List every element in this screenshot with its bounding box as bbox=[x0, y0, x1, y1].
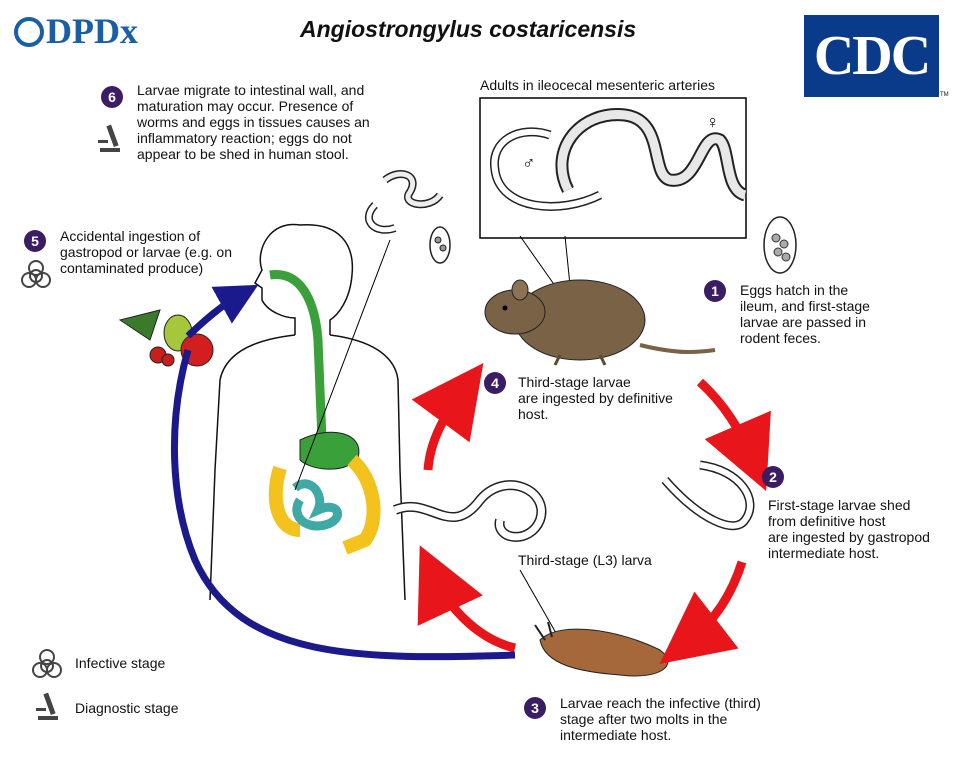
third-stage-larva-icon bbox=[393, 480, 547, 542]
human-silhouette-icon bbox=[209, 223, 406, 601]
step-4-badge: 4 bbox=[484, 372, 506, 394]
diagram-title: Angiostrongylus costaricensis bbox=[300, 16, 637, 42]
rat-definitive-host-icon bbox=[484, 279, 716, 366]
step-3-text: Larvae reach the infective (third)stage … bbox=[560, 695, 761, 743]
contaminated-produce-icon bbox=[118, 309, 214, 367]
adult-male-worm-icon bbox=[490, 127, 603, 211]
arrow-accidental-ingestion bbox=[170, 349, 516, 661]
step-6-badge: 6 bbox=[101, 86, 123, 108]
first-stage-larva-icon bbox=[661, 460, 755, 531]
dpdx-logo-text: DPDx bbox=[46, 11, 138, 51]
dpdx-logo: DPDx bbox=[14, 10, 138, 52]
legend-diagnostic-label: Diagnostic stage bbox=[75, 700, 179, 716]
digestive-tract-icon bbox=[268, 269, 381, 555]
microscope-icon bbox=[98, 124, 120, 152]
cdc-logo: CDC bbox=[804, 15, 939, 97]
egg-icon bbox=[763, 216, 797, 274]
legend-infective-label: Infective stage bbox=[75, 655, 166, 671]
adults-box bbox=[479, 97, 747, 239]
tissue-worms-icon bbox=[365, 170, 451, 264]
arrow-l3-to-4 bbox=[411, 363, 484, 471]
step-3-badge: 3 bbox=[524, 697, 546, 719]
legend-biohazard-icon bbox=[32, 649, 62, 678]
slug-intermediate-host-icon bbox=[534, 621, 669, 677]
cdc-trademark: TM bbox=[940, 92, 949, 98]
dpdx-logo-icon bbox=[14, 17, 44, 47]
arrow-2-to-3 bbox=[659, 560, 747, 665]
arrow-1-to-2 bbox=[696, 378, 771, 492]
step-2-badge: 2 bbox=[762, 466, 784, 488]
legend-microscope-icon bbox=[36, 692, 58, 720]
adult-female-worm-icon bbox=[555, 108, 748, 202]
arrow-3-to-l3 bbox=[417, 545, 517, 653]
step-5-badge: 5 bbox=[24, 230, 46, 252]
l3-larva-label: Third-stage (L3) larva bbox=[518, 552, 652, 568]
male-symbol: ♂ bbox=[522, 153, 536, 173]
biohazard-icon bbox=[21, 260, 51, 288]
adults-label: Adults in ileocecal mesenteric arteries bbox=[480, 77, 715, 93]
female-symbol: ♀ bbox=[706, 112, 720, 132]
arrow-to-human-mouth bbox=[185, 284, 259, 339]
step-1-badge: 1 bbox=[704, 280, 726, 302]
